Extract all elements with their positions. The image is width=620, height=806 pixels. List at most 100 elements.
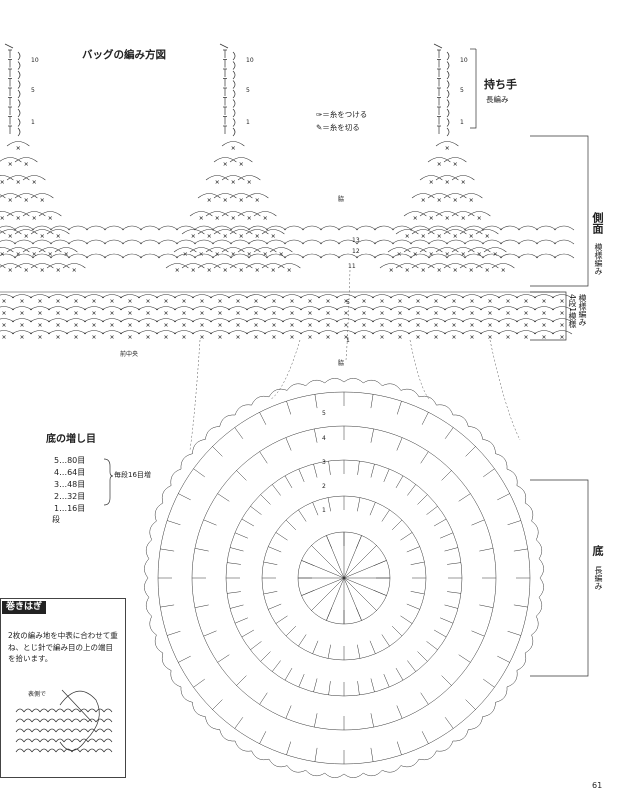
shell-arch <box>253 247 277 253</box>
band-arch <box>173 318 195 323</box>
edge-scallop <box>506 670 518 688</box>
sc-stitch <box>362 335 366 339</box>
dc-stitch <box>193 678 205 688</box>
chain-loop <box>446 118 450 127</box>
chain-loop <box>232 61 236 70</box>
dc-stitch <box>167 630 181 636</box>
band-arch <box>209 330 231 335</box>
stitch-loop <box>15 728 25 733</box>
stitch-loop <box>23 728 33 733</box>
chain-loop <box>232 70 236 80</box>
dc-stitch <box>370 463 375 478</box>
sc-stitch <box>164 323 168 327</box>
sc-stitch <box>380 299 384 303</box>
shell-arch <box>157 239 179 245</box>
sc-stitch <box>290 299 294 303</box>
sc-stitch <box>362 299 366 303</box>
band-arch <box>461 294 483 299</box>
chain-loop <box>232 127 236 137</box>
shell-arch <box>445 253 467 259</box>
edge-scallop <box>506 468 518 486</box>
sc-stitch <box>398 311 402 315</box>
stitch-loop <box>63 718 73 723</box>
shell-arch <box>481 239 503 245</box>
side-row-13: 13 <box>352 237 360 244</box>
sc-stitch <box>398 299 402 303</box>
base-sub-label: 長編み <box>594 566 603 590</box>
sc-stitch <box>236 299 240 303</box>
sc-stitch <box>128 311 132 315</box>
shell-arch <box>467 211 491 217</box>
sc-stitch <box>506 335 510 339</box>
side-row-12: 12 <box>352 248 360 255</box>
shell-arch <box>157 253 179 259</box>
sc-stitch <box>326 323 330 327</box>
sc-stitch <box>326 311 330 315</box>
dc-stitch <box>212 699 223 710</box>
band-arch <box>173 294 195 299</box>
dc-stitch <box>268 603 282 610</box>
sc-stitch <box>429 216 433 220</box>
chain-loop <box>17 99 21 108</box>
band-arch <box>443 306 465 311</box>
shell-arch <box>14 157 38 163</box>
band-arch <box>173 306 195 311</box>
dc-stitch <box>444 547 459 552</box>
edge-scallop <box>286 383 306 391</box>
dc-stitch <box>285 625 297 637</box>
side-label: 側面 <box>591 212 604 234</box>
shell-arch <box>517 225 539 231</box>
edge-scallop <box>536 597 543 617</box>
shell-arch <box>13 239 35 245</box>
stitch-loop <box>39 718 49 723</box>
stitch-loop <box>55 708 65 713</box>
sc-stitch <box>445 180 449 184</box>
edge-scallop <box>516 485 527 504</box>
dc-stitch <box>507 520 521 526</box>
sc-stitch <box>48 252 52 256</box>
shell-arch <box>175 225 197 231</box>
sc-stitch <box>506 323 510 327</box>
band-arch <box>479 330 501 335</box>
sc-stitch <box>470 299 474 303</box>
stitch-loop <box>71 718 81 723</box>
sc-stitch <box>2 311 6 315</box>
shell-arch <box>181 229 205 235</box>
inc-row-num: 3 <box>54 480 60 489</box>
band-arch <box>443 294 465 299</box>
sc-stitch <box>485 268 489 272</box>
band-arch <box>443 330 465 335</box>
yarn-mark <box>433 43 443 49</box>
shell-arch <box>435 211 459 217</box>
shell-arch <box>443 229 467 235</box>
dc-stitch <box>441 470 452 481</box>
sewing-title: 巻きはぎ <box>2 601 47 614</box>
sc-stitch <box>20 311 24 315</box>
sc-stitch <box>48 216 52 220</box>
stitch-loop <box>95 748 105 753</box>
shell-arch <box>221 247 245 253</box>
edge-scallop <box>180 686 193 703</box>
dc-stitch <box>444 427 454 439</box>
sc-stitch <box>542 323 546 327</box>
dc-stitch <box>241 629 255 638</box>
center-spoke <box>343 560 387 579</box>
dc-stitch <box>483 468 495 478</box>
dc-stitch <box>194 604 209 608</box>
sc-stitch <box>207 234 211 238</box>
dc-stitch <box>471 519 485 526</box>
shell-arch <box>189 211 213 217</box>
shell-arch <box>229 225 251 231</box>
dc-stitch <box>275 532 288 541</box>
dc-stitch <box>407 660 416 672</box>
dc-stitch <box>497 493 510 501</box>
dc-stitch <box>444 717 454 729</box>
yarn-path <box>59 690 100 751</box>
dc-stitch <box>328 681 331 696</box>
sc-stitch <box>56 335 60 339</box>
dc-stitch <box>236 470 247 481</box>
dc-stitch <box>479 604 494 608</box>
dc-stitch <box>417 494 428 505</box>
band-arch <box>0 306 15 311</box>
base-row-2: 2 <box>322 483 326 490</box>
